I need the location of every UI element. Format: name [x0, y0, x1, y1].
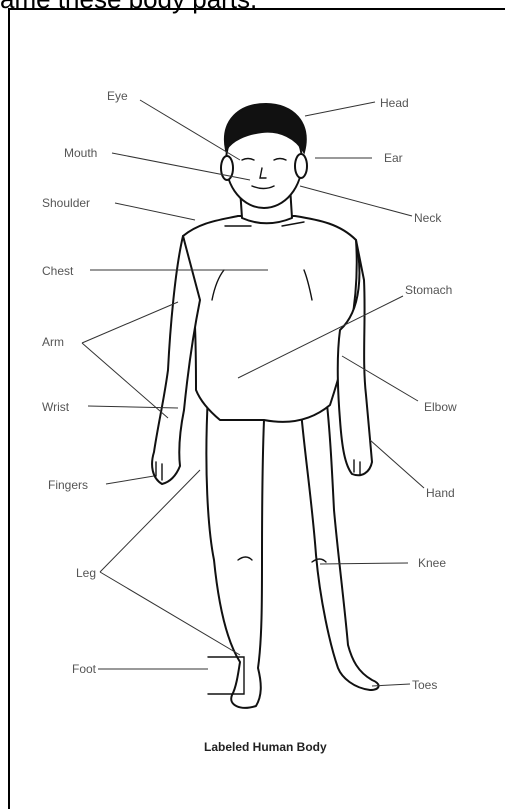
label-foot: Foot [72, 662, 97, 676]
label-stomach: Stomach [405, 283, 452, 297]
label-head: Head [380, 96, 409, 110]
label-ear: Ear [384, 151, 403, 165]
label-chest: Chest [42, 264, 74, 278]
label-wrist: Wrist [42, 400, 70, 414]
label-knee: Knee [418, 556, 446, 570]
label-shoulder: Shoulder [42, 196, 90, 210]
diagram-caption: Labeled Human Body [204, 740, 327, 754]
label-mouth: Mouth [64, 146, 97, 160]
label-toes: Toes [412, 678, 437, 692]
label-neck: Neck [414, 211, 442, 225]
label-arm: Arm [42, 335, 64, 349]
label-fingers: Fingers [48, 478, 88, 492]
label-eye: Eye [107, 89, 128, 103]
label-leg: Leg [76, 566, 96, 580]
label-hand: Hand [426, 486, 455, 500]
label-elbow: Elbow [424, 400, 457, 414]
human-figure [152, 104, 379, 708]
